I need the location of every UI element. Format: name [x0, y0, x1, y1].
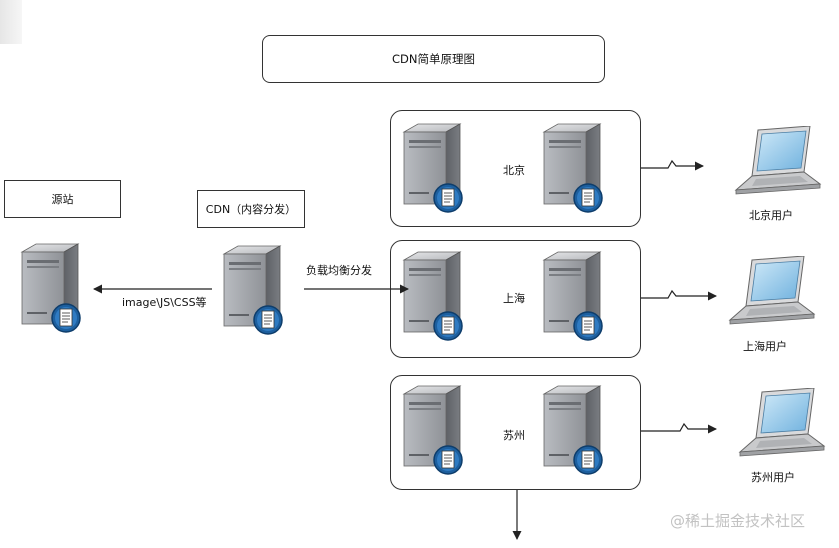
load-balance-label: 负载均衡分发: [306, 264, 372, 277]
origin-label: 源站: [51, 193, 74, 206]
watermark: @稀土掘金技术社区: [670, 512, 806, 530]
to-origin-label: image\JS\CSS等: [122, 296, 207, 309]
region-suzhou: [390, 375, 641, 490]
region-label-suzhou: 苏州: [503, 429, 525, 442]
arrow-beijing-to-user: [641, 159, 704, 171]
origin-label-box: 源站: [4, 180, 121, 218]
user-label-suzhou: 苏州用户: [751, 471, 795, 484]
region-shanghai: [390, 240, 641, 358]
region-label-beijing: 北京: [503, 164, 525, 177]
cdn-label-box: CDN（内容分发）: [197, 190, 305, 228]
diagram-title-box: CDN简单原理图: [262, 35, 605, 83]
cdn-label: CDN（内容分发）: [205, 203, 297, 216]
region-beijing: [390, 110, 641, 227]
corner-shade: [0, 0, 22, 44]
user-label-beijing: 北京用户: [749, 209, 793, 222]
arrow-shanghai-to-user: [641, 289, 717, 301]
region-label-shanghai: 上海: [503, 292, 525, 305]
arrow-suzhou-to-user: [641, 422, 717, 434]
user-label-shanghai: 上海用户: [743, 340, 787, 353]
diagram-title: CDN简单原理图: [392, 52, 475, 66]
